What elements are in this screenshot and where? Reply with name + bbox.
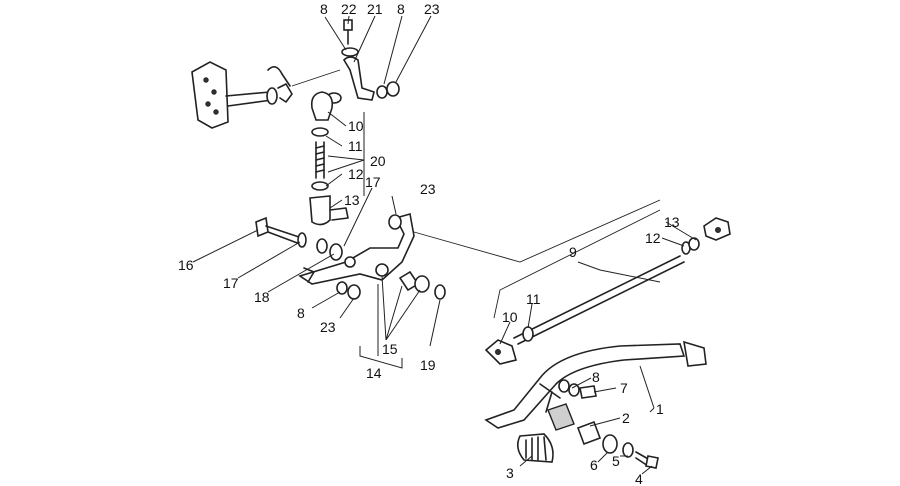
callout-16: 16 [178,257,194,273]
callout-11-upper: 11 [348,138,363,154]
callout-13-upper: 13 [344,192,360,208]
callout-19: 19 [420,357,436,373]
callout-20: 20 [370,153,386,169]
callout-8-middle: 8 [297,305,305,321]
callout-14: 14 [366,365,382,381]
callout-23-top: 23 [424,1,440,17]
callout-11-lower: 11 [526,291,541,307]
callout-17-lower: 17 [223,275,239,291]
gearbox-plate [191,61,293,129]
bushings [398,270,446,300]
callout-8-top-right: 8 [397,1,405,17]
callout-7: 7 [620,380,628,396]
callout-18: 18 [254,289,270,305]
pivot-hardware [547,403,659,469]
callout-23-middle: 23 [420,181,436,197]
callout-9: 9 [569,244,577,260]
ball-joint-upper [309,91,349,226]
dash-line-rod [493,209,661,319]
pedal-rubber [516,433,554,463]
callout-4: 4 [635,471,643,486]
callout-12-upper: 12 [348,166,364,182]
selector-lever-upper [326,19,400,104]
callout-3: 3 [506,465,514,481]
callout-10-lower: 10 [502,309,518,325]
callout-21: 21 [367,1,383,17]
callout-10-upper: 10 [348,118,364,134]
gear-pedal [484,340,707,429]
connecting-rod [484,217,731,365]
callout-17-upper: 17 [365,174,381,190]
callout-1: 1 [656,401,664,417]
dash-line-upper [291,69,341,87]
leader-lines [192,15,697,475]
callout-15: 15 [382,341,398,357]
callout-6: 6 [590,457,598,473]
relay-lever [298,212,415,300]
callout-23-lower: 23 [320,319,336,335]
callout-22: 22 [341,1,357,17]
callout-13-right: 13 [664,214,680,230]
callout-8-lower: 8 [592,369,600,385]
dash-line-middle [413,199,661,263]
callout-5: 5 [612,453,620,469]
bolt-left [255,216,343,261]
callout-8-top: 8 [320,1,328,17]
callout-12-right: 12 [645,230,661,246]
callout-2: 2 [622,410,630,426]
callouts: 8 22 21 8 23 10 11 20 12 13 17 23 16 17 … [178,1,680,486]
